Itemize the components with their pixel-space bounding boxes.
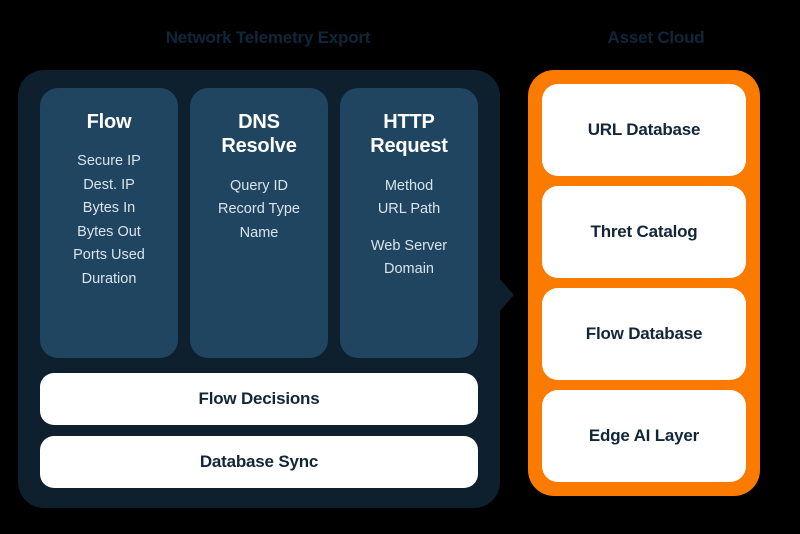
column-title-line: Resolve (221, 135, 297, 158)
telemetry-section-title: Network Telemetry Export (165, 28, 371, 47)
list-item: Query ID (229, 177, 288, 194)
asset-card-url-database[interactable]: URL Database (542, 84, 746, 176)
telemetry-column-flow[interactable]: Flow Secure IP Dest. IP Bytes In Bytes O… (40, 88, 178, 358)
list-item: Domain (384, 261, 434, 278)
column-title: DNS Resolve (198, 110, 320, 159)
column-item-list: Query ID Record Type Name (198, 175, 320, 245)
list-item: Secure IP (77, 153, 141, 170)
column-title: HTTP Request (348, 110, 470, 159)
column-title: Flow (48, 110, 170, 134)
column-title-line: DNS (238, 111, 280, 133)
column-title-line: Request (370, 135, 448, 158)
telemetry-columns: Flow Secure IP Dest. IP Bytes In Bytes O… (40, 88, 478, 358)
asset-cloud-section-title: Asset Cloud (607, 28, 705, 47)
telemetry-column-dns-resolve[interactable]: DNS Resolve Query ID Record Type Name (190, 88, 328, 358)
column-title-line: Flow (86, 111, 132, 133)
asset-card-edge-ai-layer[interactable]: Edge AI Layer (542, 390, 746, 482)
telemetry-column-http-request[interactable]: HTTP Request Method URL Path Web Server … (340, 88, 478, 358)
list-item: URL Path (377, 201, 441, 218)
list-item: Duration (81, 270, 137, 287)
list-item: Method (384, 177, 434, 194)
list-item: Ports Used (73, 247, 145, 264)
column-item-list: Secure IP Dest. IP Bytes In Bytes Out Po… (48, 150, 170, 291)
asset-card-flow-database[interactable]: Flow Database (542, 288, 746, 380)
column-title-line: HTTP (383, 111, 435, 133)
asset-cloud-panel: URL Database Thret Catalog Flow Database… (528, 70, 760, 496)
list-item: Web Server (370, 237, 448, 254)
flow-decisions-bar[interactable]: Flow Decisions (40, 373, 478, 425)
telemetry-panel: Flow Secure IP Dest. IP Bytes In Bytes O… (18, 70, 500, 508)
flow-arrow-icon (498, 277, 514, 313)
list-item: Record Type (218, 201, 300, 218)
database-sync-bar[interactable]: Database Sync (40, 436, 478, 488)
asset-card-thret-catalog[interactable]: Thret Catalog (542, 186, 746, 278)
list-item: Bytes Out (77, 223, 141, 240)
list-item: Name (239, 224, 279, 241)
list-item: Dest. IP (83, 176, 135, 193)
list-item: Bytes In (82, 200, 136, 217)
column-item-list: Method URL Path Web Server Domain (348, 175, 470, 282)
